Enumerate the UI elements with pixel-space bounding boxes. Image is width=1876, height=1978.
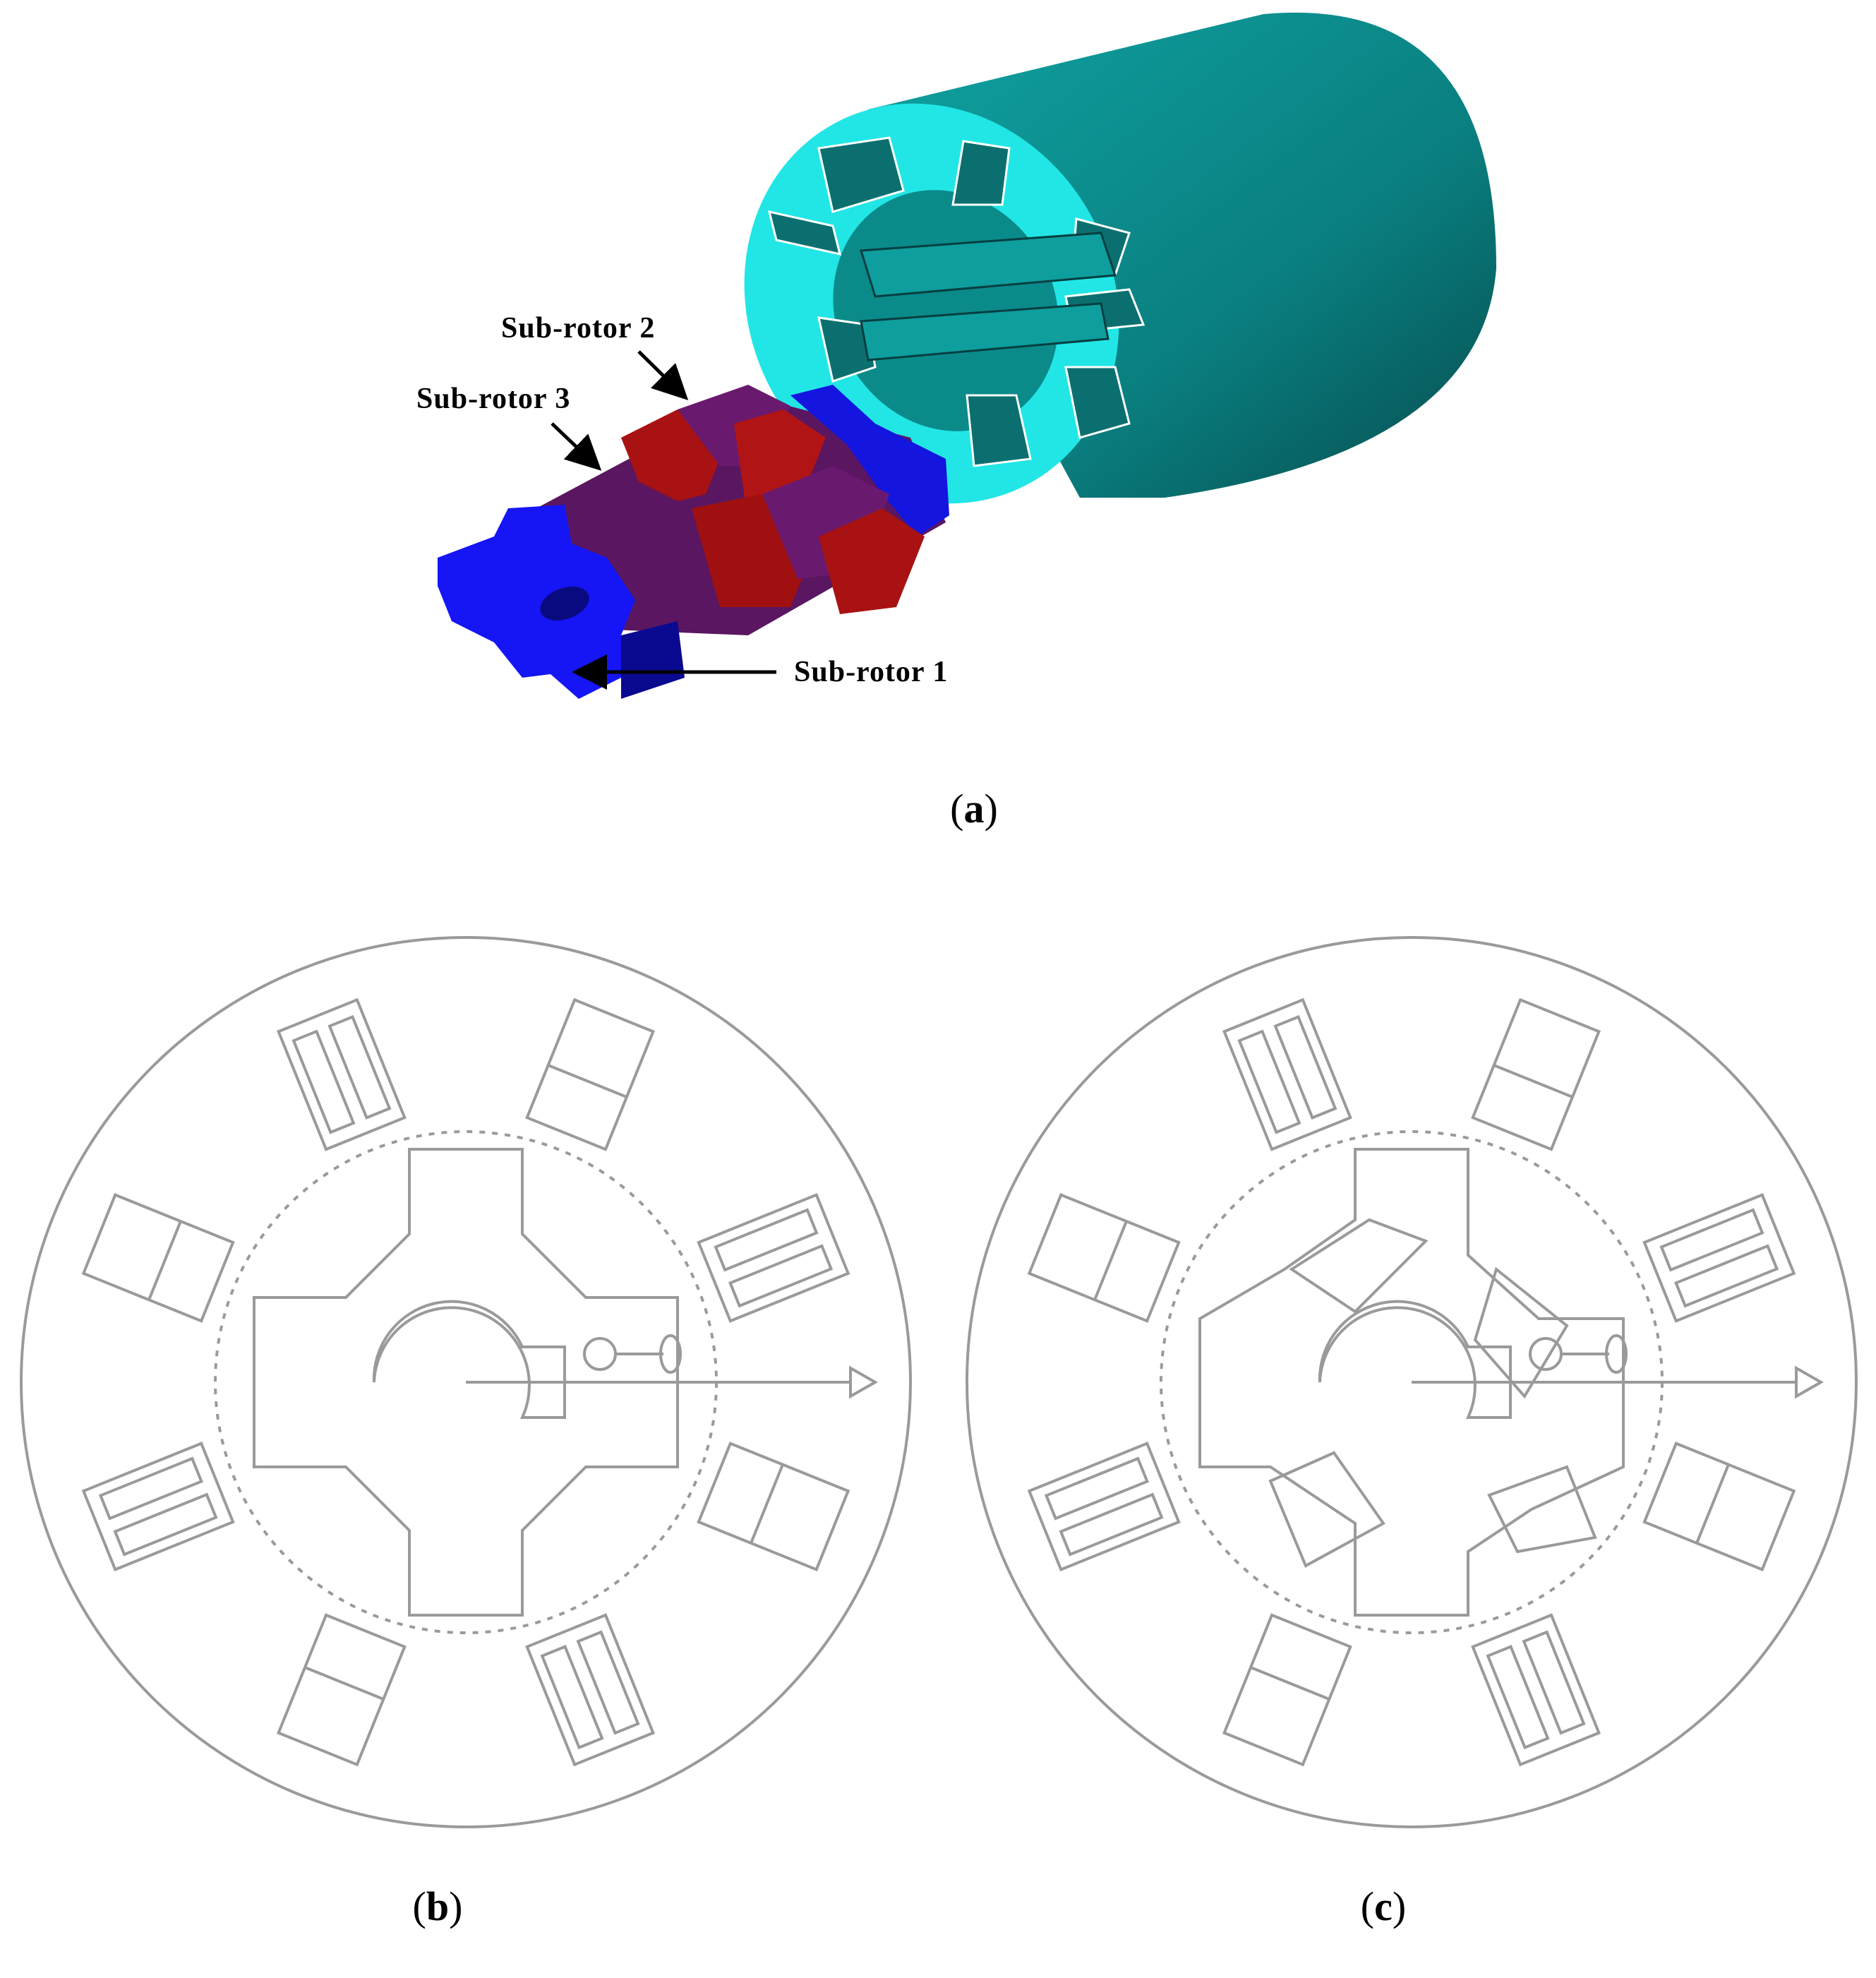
callout-sub-rotor-2: Sub-rotor 2 (501, 312, 689, 401)
panel-b-drawing (20, 936, 912, 1828)
sub-rotor-3-label: Sub-rotor 3 (416, 383, 570, 415)
callout-sub-rotor-1: Sub-rotor 1 (572, 654, 948, 690)
sub-rotor-2-label: Sub-rotor 2 (501, 312, 655, 344)
callout-sub-rotor-3: Sub-rotor 3 (416, 383, 602, 471)
panel-c-drawing (966, 936, 1858, 1828)
stator-outline (20, 936, 912, 1828)
panel-b-label: (b) (413, 1883, 463, 1929)
rotor-3d (438, 385, 949, 699)
panel-a-3d-view: Sub-rotor 2 Sub-rotor 3 Sub-rotor 1 (a) (416, 12, 1496, 832)
panel-b-cross-section: (b) (20, 936, 912, 1929)
panel-a-label: (a) (950, 786, 998, 832)
panel-c-cross-section: (c) (966, 936, 1858, 1929)
stator-outline (966, 936, 1858, 1828)
stator-coils-c (1027, 997, 1796, 1767)
sub-rotor-1-label: Sub-rotor 1 (794, 656, 948, 688)
panel-c-label: (c) (1361, 1883, 1406, 1929)
stator-coils-b (81, 997, 850, 1767)
stator-3d (744, 12, 1496, 504)
